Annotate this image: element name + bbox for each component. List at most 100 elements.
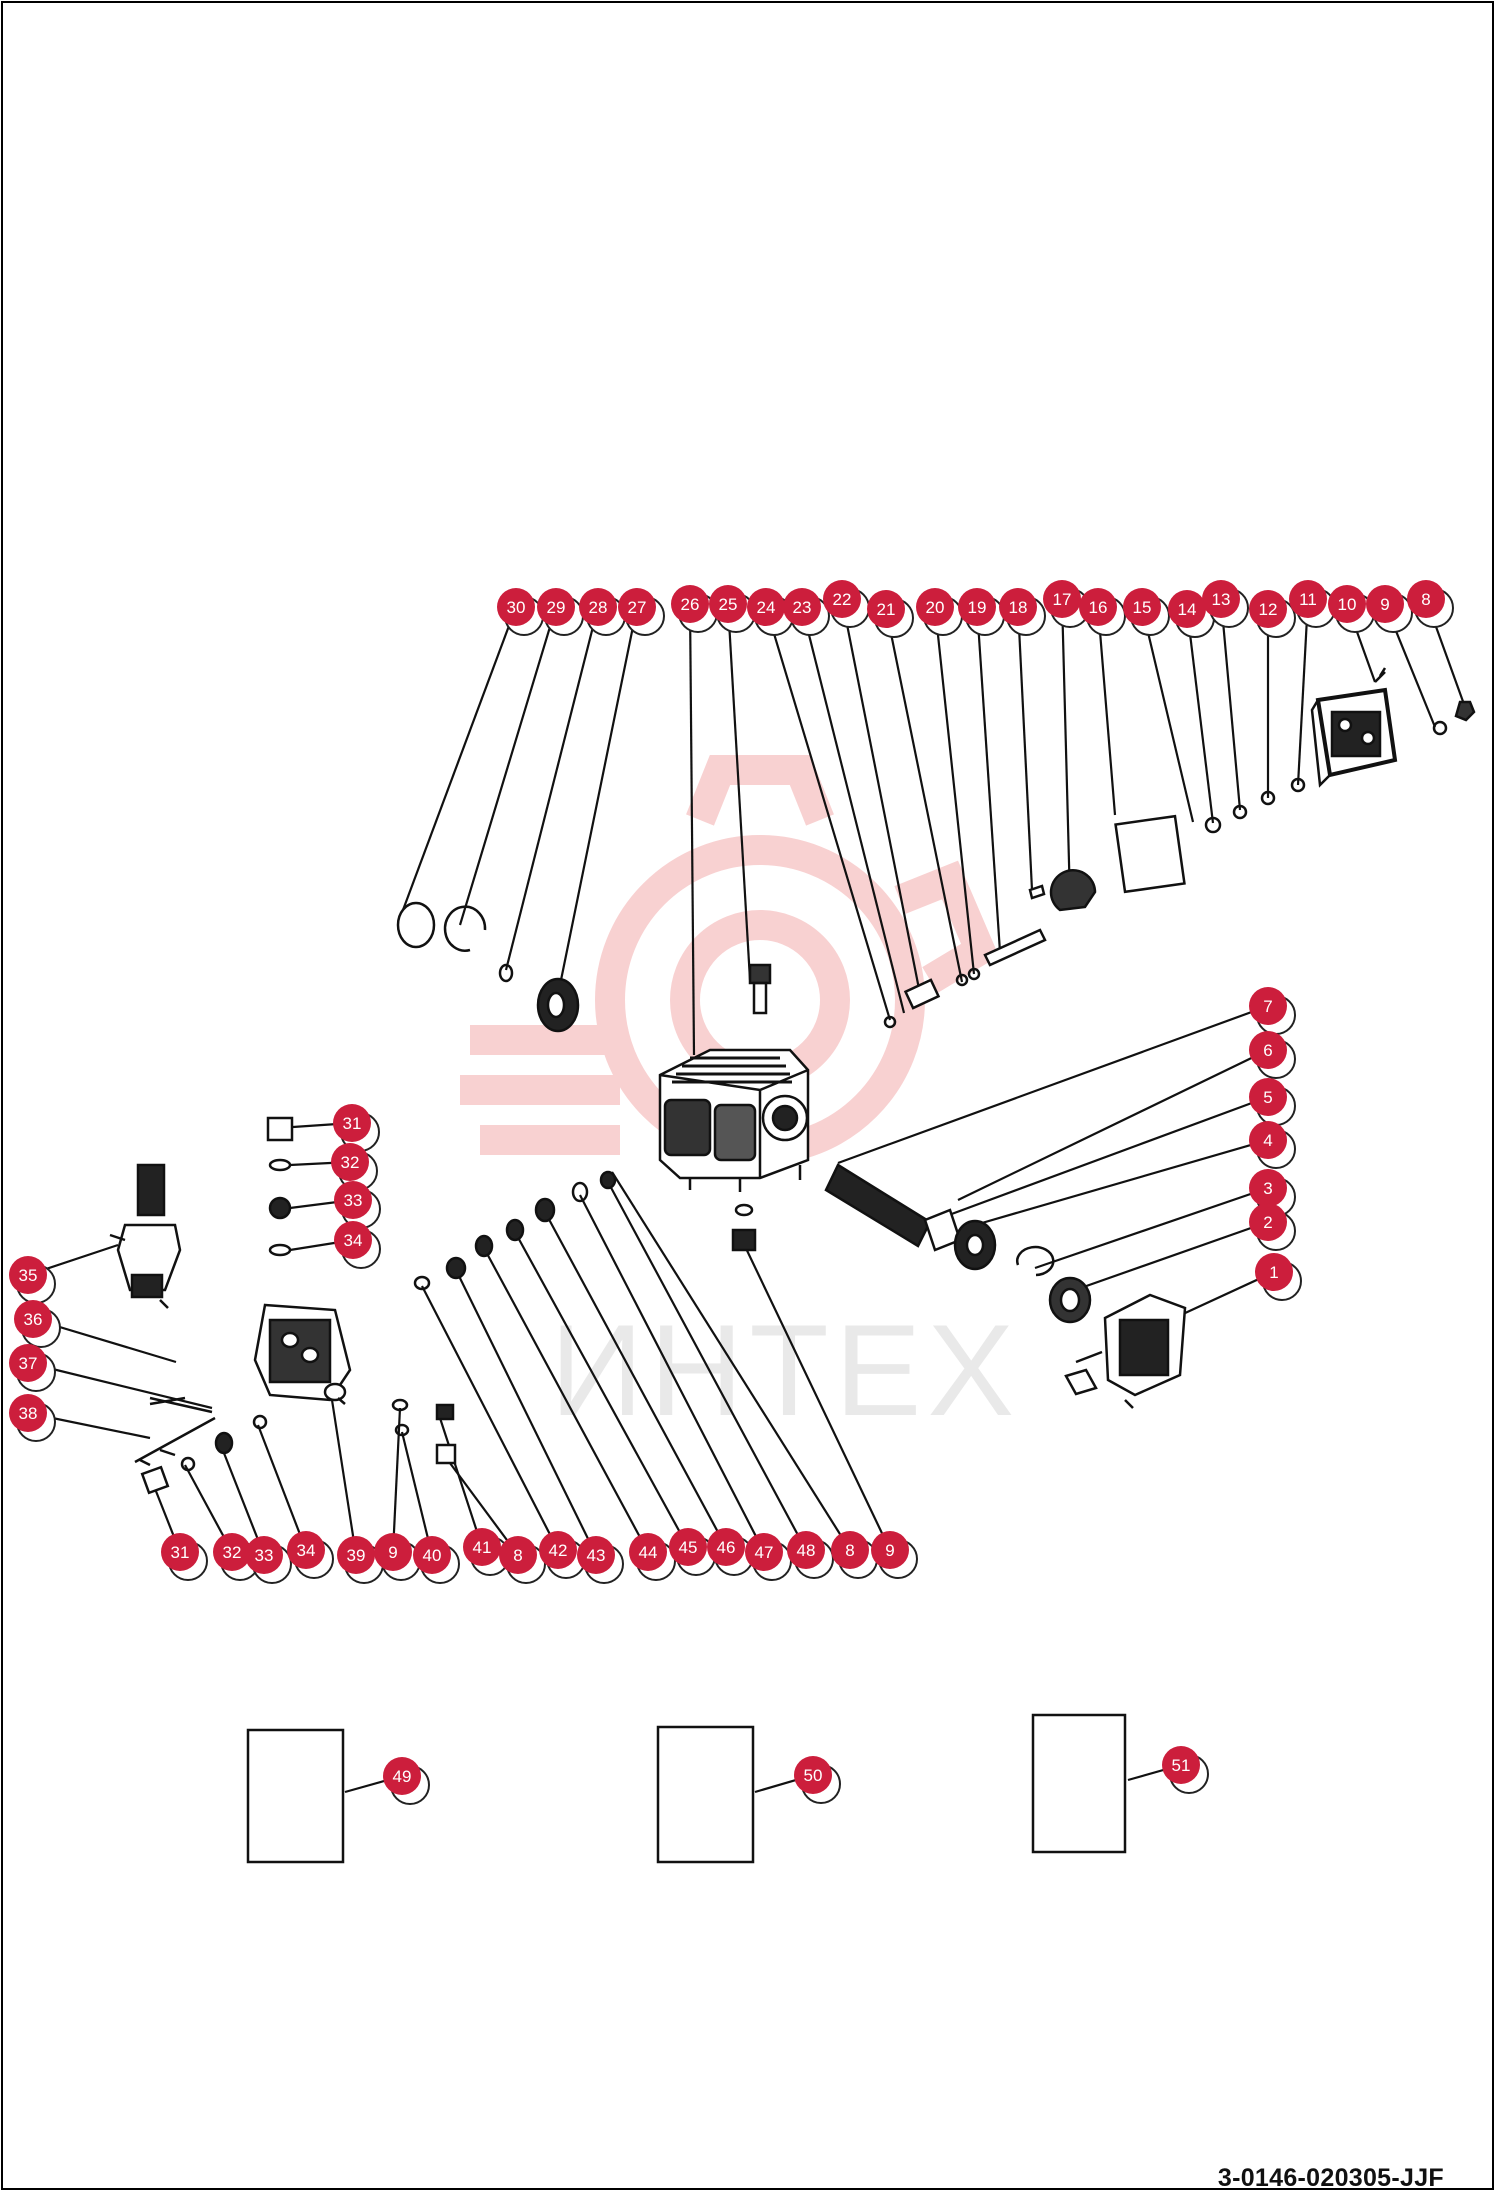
parts xyxy=(109,667,1476,1864)
callout-number-50: 50 xyxy=(804,1766,823,1785)
callout-badge-8[interactable] xyxy=(1407,580,1445,618)
callout-number-18: 18 xyxy=(1009,598,1028,617)
callout-badge-51[interactable] xyxy=(1162,1746,1200,1784)
callout-badge-14[interactable] xyxy=(1168,590,1206,628)
callout-number-13: 13 xyxy=(1212,590,1231,609)
callout-badge-9[interactable] xyxy=(1366,585,1404,623)
callout-badge-30[interactable] xyxy=(497,588,535,626)
callout-number-1: 1 xyxy=(1269,1263,1278,1282)
leader-line-37 xyxy=(27,1361,213,1410)
callout-badge-18[interactable] xyxy=(999,588,1037,626)
callout-badge-39[interactable] xyxy=(337,1536,375,1574)
callout-badge-9[interactable] xyxy=(374,1533,412,1571)
callout-badge-22[interactable] xyxy=(823,580,861,618)
leader-line-28 xyxy=(504,606,600,971)
callout-number-25: 25 xyxy=(719,595,738,614)
callout-badge-8[interactable] xyxy=(831,1531,869,1569)
leader-line-21 xyxy=(884,608,964,983)
callout-badge-34[interactable] xyxy=(334,1221,372,1259)
callout-badge-6[interactable] xyxy=(1249,1031,1287,1069)
callout-badge-32[interactable] xyxy=(213,1533,251,1571)
callout-badge-1[interactable] xyxy=(1255,1253,1293,1291)
callout-badge-12[interactable] xyxy=(1249,590,1287,628)
callout-badge-10[interactable] xyxy=(1328,585,1366,623)
leader-line-26 xyxy=(688,603,696,1056)
callout-badge-5[interactable] xyxy=(1249,1078,1287,1116)
callout-badge-31[interactable] xyxy=(333,1104,371,1142)
leader-line-4 xyxy=(974,1138,1269,1227)
callout-badge-21[interactable] xyxy=(867,590,905,628)
callout-badge-32[interactable] xyxy=(331,1143,369,1181)
callout-badge-45[interactable] xyxy=(669,1528,707,1566)
callout-badge-26[interactable] xyxy=(671,585,709,623)
callout-badge-36[interactable] xyxy=(14,1300,52,1338)
callout-badge-9[interactable] xyxy=(871,1531,909,1569)
callout-number-34: 34 xyxy=(344,1231,363,1250)
callout-badge-11[interactable] xyxy=(1289,580,1327,618)
callout-badge-27[interactable] xyxy=(618,588,656,626)
callout-badge-46[interactable] xyxy=(707,1528,745,1566)
crankshaft-parts xyxy=(883,869,1097,1029)
callout-badge-28[interactable] xyxy=(579,588,617,626)
callout-number-16: 16 xyxy=(1089,598,1108,617)
callout-badge-29[interactable] xyxy=(537,588,575,626)
callout-badge-25[interactable] xyxy=(709,585,747,623)
callout-number-17: 17 xyxy=(1053,590,1072,609)
leader-line-41 xyxy=(438,1417,484,1548)
callout-number-33: 33 xyxy=(344,1191,363,1210)
callout-number-20: 20 xyxy=(926,598,945,617)
callout-badge-4[interactable] xyxy=(1249,1121,1287,1159)
callout-badge-17[interactable] xyxy=(1043,580,1081,618)
upper-left-seals xyxy=(396,901,580,1033)
leader-line-24 xyxy=(764,606,892,1021)
bottom-valve-parts xyxy=(134,1396,457,1495)
callout-badge-2[interactable] xyxy=(1249,1203,1287,1241)
callout-badge-49[interactable] xyxy=(383,1757,421,1795)
callout-badge-15[interactable] xyxy=(1123,588,1161,626)
callout-number-42: 42 xyxy=(549,1541,568,1560)
callout-badge-3[interactable] xyxy=(1249,1169,1287,1207)
callout-badge-34[interactable] xyxy=(287,1531,325,1569)
callout-number-43: 43 xyxy=(587,1546,606,1565)
callout-badge-24[interactable] xyxy=(747,588,785,626)
leader-line-30 xyxy=(401,606,518,911)
callout-badge-16[interactable] xyxy=(1079,588,1117,626)
leader-line-14 xyxy=(1185,608,1215,824)
callout-number-41: 41 xyxy=(473,1538,492,1557)
callout-badge-33[interactable] xyxy=(245,1536,283,1574)
callout-badge-41[interactable] xyxy=(463,1528,501,1566)
callout-number-9: 9 xyxy=(388,1543,397,1562)
callout-badge-44[interactable] xyxy=(629,1533,667,1571)
callout-number-8: 8 xyxy=(1421,590,1430,609)
callout-badge-20[interactable] xyxy=(916,588,954,626)
callout-badge-13[interactable] xyxy=(1202,580,1240,618)
callout-badge-37[interactable] xyxy=(9,1344,47,1382)
valve-stack-parts xyxy=(266,1116,294,1257)
leader-line-8 xyxy=(443,1454,519,1556)
callout-number-9: 9 xyxy=(885,1541,894,1560)
callout-badge-38[interactable] xyxy=(9,1394,47,1432)
callout-badge-8[interactable] xyxy=(499,1536,537,1574)
leader-line-43 xyxy=(455,1269,597,1556)
callout-number-47: 47 xyxy=(755,1543,774,1562)
callout-badge-47[interactable] xyxy=(745,1533,783,1571)
callout-number-30: 30 xyxy=(507,598,526,617)
callout-badge-31[interactable] xyxy=(161,1533,199,1571)
callout-badge-50[interactable] xyxy=(794,1756,832,1794)
callout-badge-7[interactable] xyxy=(1249,987,1287,1025)
leader-line-20 xyxy=(933,606,976,975)
callout-badge-23[interactable] xyxy=(783,588,821,626)
callout-badge-43[interactable] xyxy=(577,1536,615,1574)
callout-badge-35[interactable] xyxy=(9,1256,47,1294)
callout-number-46: 46 xyxy=(717,1538,736,1557)
callout-badge-48[interactable] xyxy=(787,1531,825,1569)
callout-badge-40[interactable] xyxy=(413,1536,451,1574)
callout-number-28: 28 xyxy=(589,598,608,617)
callout-number-31: 31 xyxy=(343,1114,362,1133)
callout-badge-33[interactable] xyxy=(334,1181,372,1219)
callout-number-32: 32 xyxy=(223,1543,242,1562)
callout-badge-42[interactable] xyxy=(539,1531,577,1569)
callout-badge-19[interactable] xyxy=(958,588,996,626)
